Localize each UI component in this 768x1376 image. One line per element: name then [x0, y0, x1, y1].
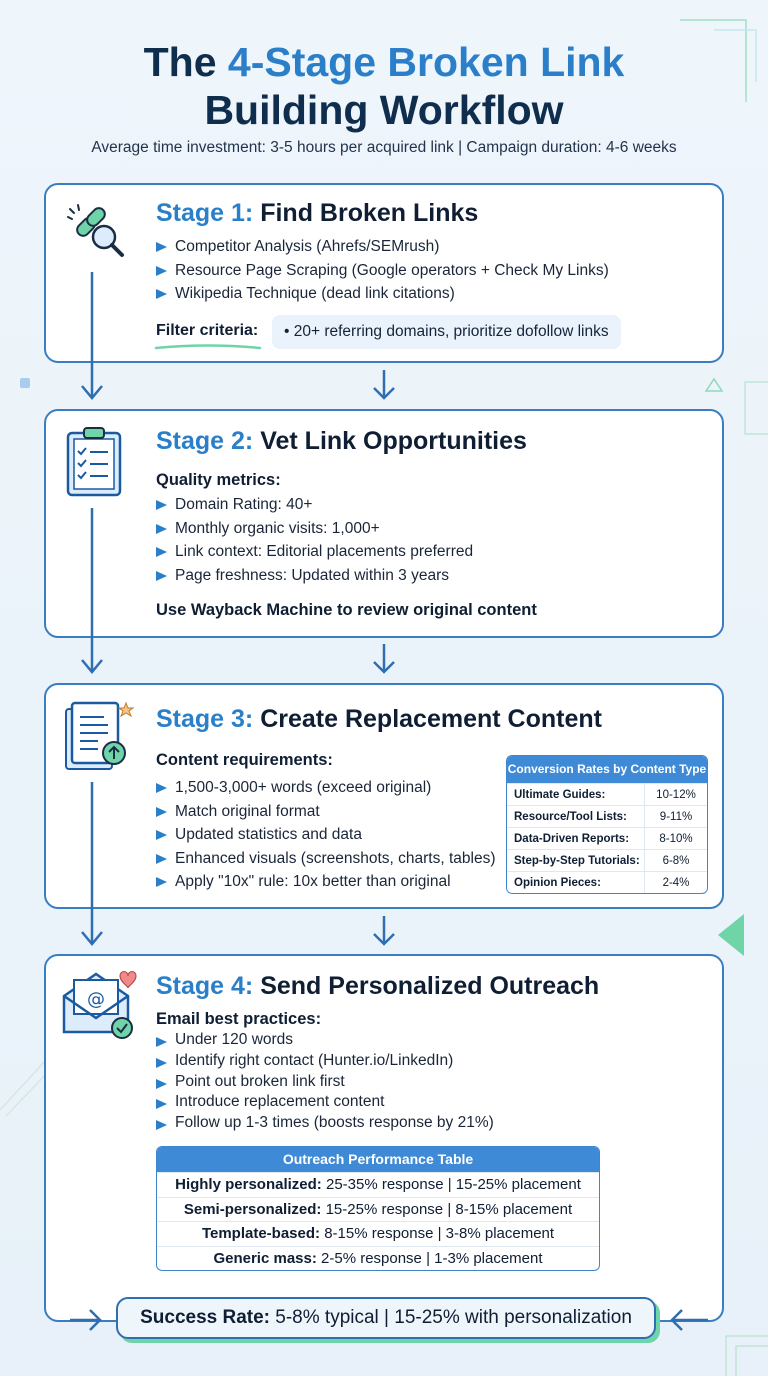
- list-item: Page freshness: Updated within 3 years: [156, 564, 473, 588]
- outreach-stats: 2-5% response | 1-3% placement: [316, 1249, 543, 1267]
- table-row: Generic mass: 2-5% response | 1-3% place…: [157, 1245, 599, 1271]
- stage-3-subhead: Content requirements:: [156, 751, 333, 769]
- list-item: 1,500-3,000+ words (exceed original): [156, 776, 496, 800]
- stage-4-name: Send Personalized Outreach: [253, 972, 600, 1000]
- table-row: Semi-personalized: 15-25% response | 8-1…: [157, 1196, 599, 1222]
- outreach-type: Semi-personalized:: [183, 1200, 322, 1218]
- filter-underline: [154, 344, 262, 350]
- list-item: Resource Page Scraping (Google operators…: [156, 259, 609, 283]
- stage-2-title: Stage 2: Vet Link Opportunities: [156, 427, 527, 456]
- decorative-corner-box: [725, 1335, 768, 1376]
- content-type: Opinion Pieces:: [507, 872, 645, 893]
- clipboard-checklist-icon: [66, 427, 122, 497]
- content-type: Data-Driven Reports:: [507, 828, 645, 849]
- stage-2-bullets: Domain Rating: 40+ Monthly organic visit…: [156, 493, 473, 587]
- stage-2-note: Use Wayback Machine to review original c…: [156, 601, 537, 619]
- decorative-green-triangle: [718, 914, 744, 956]
- broken-link-magnifier-icon: [67, 204, 124, 257]
- page-title: The 4-Stage Broken Link Building Workflo…: [0, 38, 768, 134]
- table-row: Template-based: 8-15% response | 3-8% pl…: [157, 1221, 599, 1246]
- outreach-stats: 25-35% response | 15-25% placement: [321, 1176, 581, 1193]
- stage-3-title: Stage 3: Create Replacement Content: [156, 705, 602, 734]
- email-envelope-icon: @: [62, 971, 137, 1039]
- decorative-triangle: [704, 377, 724, 392]
- list-item: Under 120 words: [156, 1030, 494, 1051]
- title-accent: 4-Stage Broken Link: [227, 39, 625, 85]
- success-label: Success Rate:: [140, 1307, 270, 1328]
- list-item: Domain Rating: 40+: [156, 493, 473, 517]
- stage-2-number: Stage 2:: [156, 427, 254, 455]
- decorative-diagonal-lines: [0, 1059, 50, 1117]
- title-prefix: The: [143, 39, 228, 85]
- table-row: Data-Driven Reports: 8-10%: [507, 827, 707, 849]
- list-item: Follow up 1-3 times (boosts response by …: [156, 1113, 494, 1134]
- outreach-type: Template-based:: [201, 1225, 321, 1242]
- svg-text:@: @: [87, 989, 105, 1010]
- content-type: Step-by-Step Tutorials:: [507, 850, 645, 871]
- stage-1-number: Stage 1:: [156, 199, 254, 227]
- stage-2-name: Vet Link Opportunities: [253, 427, 527, 455]
- table-row: Opinion Pieces: 2-4%: [507, 871, 707, 893]
- list-item: Link context: Editorial placements prefe…: [156, 540, 473, 564]
- conversion-rate: 2-4%: [662, 877, 690, 889]
- outreach-stats: 15-25% response | 8-15% placement: [321, 1200, 573, 1218]
- center-arrow-2-3: [373, 644, 395, 674]
- outreach-stats: 8-15% response | 3-8% placement: [320, 1225, 555, 1242]
- decorative-outline-box: [744, 381, 768, 435]
- table-row: Highly personalized: 25-35% response | 1…: [157, 1172, 599, 1197]
- outreach-table-title: Outreach Performance Table: [157, 1147, 599, 1172]
- conversion-rate: 9-11%: [659, 811, 693, 823]
- outreach-type: Generic mass:: [213, 1249, 317, 1267]
- list-item: Wikipedia Technique (dead link citations…: [156, 282, 609, 306]
- success-text: 5-8% typical | 15-25% with personalizati…: [270, 1307, 632, 1328]
- filter-label: Filter criteria:: [156, 322, 259, 339]
- list-item: Updated statistics and data: [156, 823, 496, 847]
- list-item: Point out broken link first: [156, 1072, 494, 1093]
- outreach-performance-table: Outreach Performance Table Highly person…: [156, 1146, 600, 1271]
- document-upload-icon: [65, 701, 135, 770]
- conversion-rate: 10-12%: [656, 789, 696, 801]
- content-type: Resource/Tool Lists:: [507, 806, 645, 827]
- outreach-type: Highly personalized:: [175, 1176, 322, 1193]
- table-row: Resource/Tool Lists: 9-11%: [507, 805, 707, 827]
- list-item: Enhanced visuals (screenshots, charts, t…: [156, 847, 496, 871]
- list-item: Competitor Analysis (Ahrefs/SEMrush): [156, 235, 609, 259]
- stage-3-name: Create Replacement Content: [253, 705, 602, 733]
- stage-4-number: Stage 4:: [156, 972, 254, 1000]
- table-row: Step-by-Step Tutorials: 6-8%: [507, 849, 707, 871]
- stage-4-bullets: Under 120 words Identify right contact (…: [156, 1030, 494, 1134]
- stage-1-card: Stage 1: Find Broken Links Competitor An…: [44, 183, 724, 363]
- stage-1-name: Find Broken Links: [253, 199, 479, 227]
- decorative-corner-lines: [680, 19, 757, 102]
- decorative-square: [20, 378, 30, 388]
- list-item: Introduce replacement content: [156, 1092, 494, 1113]
- table-row: Ultimate Guides: 10-12%: [507, 783, 707, 805]
- content-type: Ultimate Guides:: [507, 784, 645, 805]
- conversion-table-title: Conversion Rates by Content Type: [507, 756, 707, 783]
- conversion-rate: 6-8%: [662, 855, 690, 867]
- title-line2: Building Workflow: [204, 87, 564, 133]
- conversion-rates-table: Conversion Rates by Content Type Ultimat…: [506, 755, 708, 894]
- stage-4-card: @ Stage 4: Send Personalized Outreach Em…: [44, 954, 724, 1322]
- stage-1-bullets: Competitor Analysis (Ahrefs/SEMrush) Res…: [156, 235, 609, 306]
- list-item: Apply "10x" rule: 10x better than origin…: [156, 870, 496, 894]
- list-item: Identify right contact (Hunter.io/Linked…: [156, 1051, 494, 1072]
- center-arrow-3-4: [373, 916, 395, 946]
- stage-3-number: Stage 3:: [156, 705, 254, 733]
- stage-4-title: Stage 4: Send Personalized Outreach: [156, 972, 599, 1001]
- center-arrow-1-2: [373, 370, 395, 400]
- list-item: Monthly organic visits: 1,000+: [156, 517, 473, 541]
- stage-2-card: Stage 2: Vet Link Opportunities Quality …: [44, 409, 724, 638]
- list-item: Match original format: [156, 800, 496, 824]
- success-rate-banner: Success Rate: 5-8% typical | 15-25% with…: [116, 1297, 656, 1339]
- page-subtitle: Average time investment: 3-5 hours per a…: [91, 139, 677, 156]
- conversion-rate: 8-10%: [659, 833, 693, 845]
- stage-3-card: Stage 3: Create Replacement Content Cont…: [44, 683, 724, 909]
- filter-criteria-box: • 20+ referring domains, prioritize dofo…: [272, 315, 621, 349]
- stage-3-bullets: 1,500-3,000+ words (exceed original) Mat…: [156, 776, 496, 894]
- stage-1-title: Stage 1: Find Broken Links: [156, 199, 478, 228]
- stage-2-subhead: Quality metrics:: [156, 471, 281, 489]
- stage-4-subhead: Email best practices:: [156, 1010, 322, 1028]
